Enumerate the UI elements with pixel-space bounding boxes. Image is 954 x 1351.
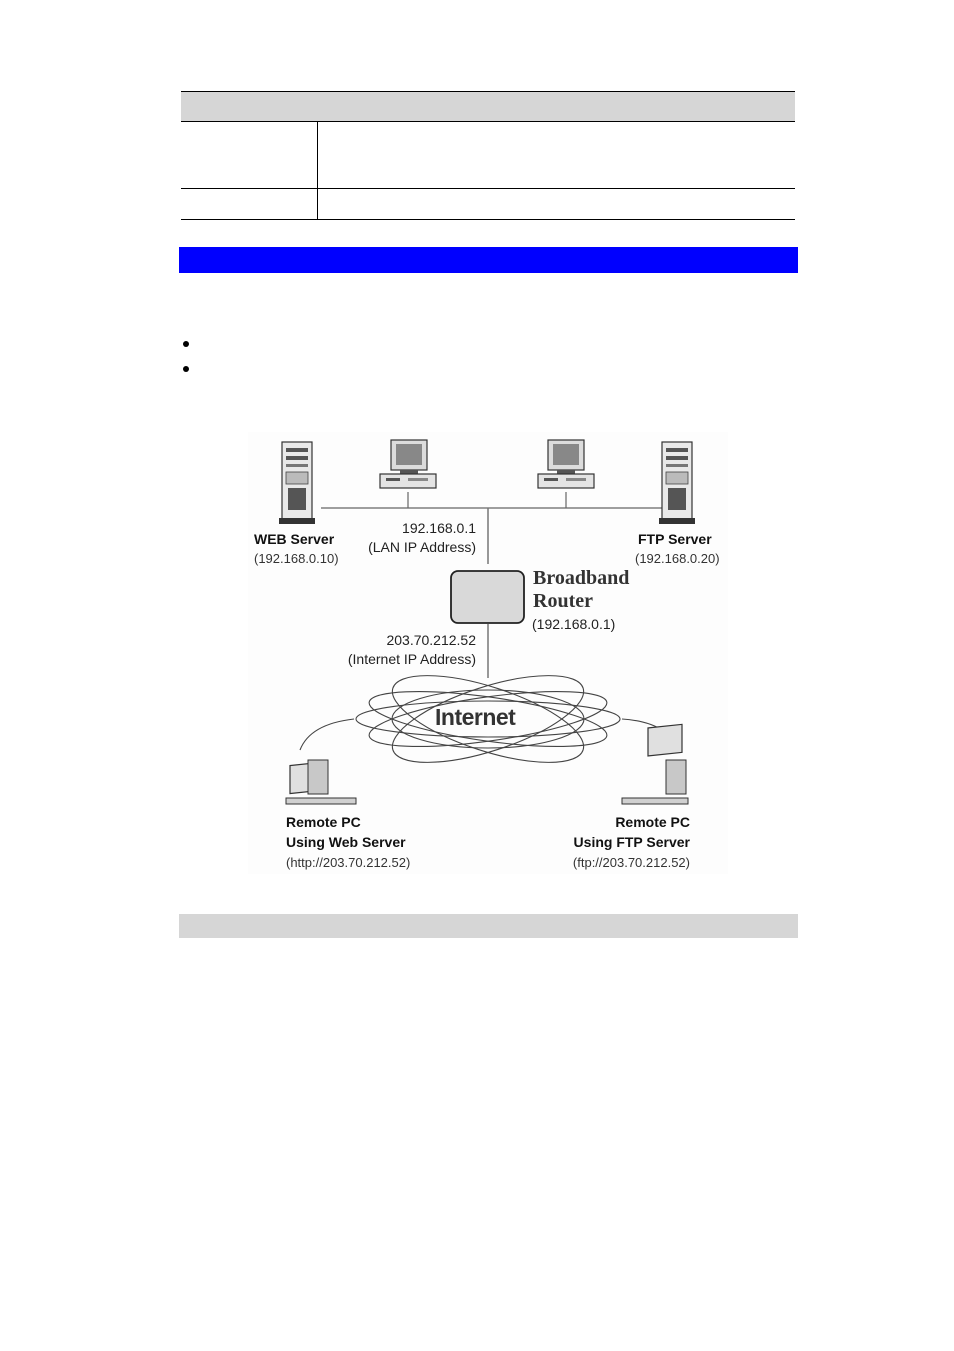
table-header-row [181, 91, 795, 122]
router-box-icon [450, 570, 525, 624]
remote-web-line2: Using Web Server [286, 834, 406, 850]
desktop-pc-icon [379, 439, 437, 489]
remote-pc-icon [621, 723, 689, 805]
lan-ip-caption: (LAN IP Address) [368, 539, 476, 555]
remote-pc-icon [285, 759, 357, 805]
wan-ip: 203.70.212.52 [386, 632, 476, 648]
remote-ftp-line1: Remote PC [615, 814, 690, 830]
web-server-ip: (192.168.0.10) [254, 551, 339, 566]
network-diagram: WEB Server (192.168.0.10) FTP Server (19… [248, 432, 728, 874]
remote-ftp-line2: Using FTP Server [573, 834, 690, 850]
ftp-server-ip: (192.168.0.20) [635, 551, 720, 566]
remote-web-line1: Remote PC [286, 814, 361, 830]
router-name-line2: Router [533, 590, 593, 612]
settings-table [181, 91, 795, 220]
diagram-graphics [279, 439, 695, 805]
router-ip: (192.168.0.1) [532, 616, 616, 632]
internet-orbits-icon [355, 675, 621, 763]
router-name-line1: Broadband [533, 567, 630, 589]
server-tower-icon [659, 441, 695, 524]
table-row [181, 189, 795, 218]
internet-label: Internet [435, 704, 516, 730]
table-row [181, 122, 795, 189]
bullet-point [183, 366, 189, 372]
remote-ftp-url: (ftp://203.70.212.52) [572, 855, 690, 870]
ftp-server-name: FTP Server [638, 531, 712, 547]
remote-link-arc [299, 718, 355, 751]
bullet-point [183, 341, 189, 347]
table-header-bar [179, 914, 798, 938]
lan-ip: 192.168.0.1 [402, 520, 476, 536]
section-heading-bar [179, 247, 798, 273]
remote-web-url: (http://203.70.212.52) [286, 855, 411, 870]
table-column-divider [317, 122, 318, 219]
server-tower-icon [279, 441, 315, 524]
web-server-name: WEB Server [254, 531, 335, 547]
wan-ip-caption: (Internet IP Address) [347, 651, 476, 667]
desktop-pc-icon [537, 439, 595, 489]
